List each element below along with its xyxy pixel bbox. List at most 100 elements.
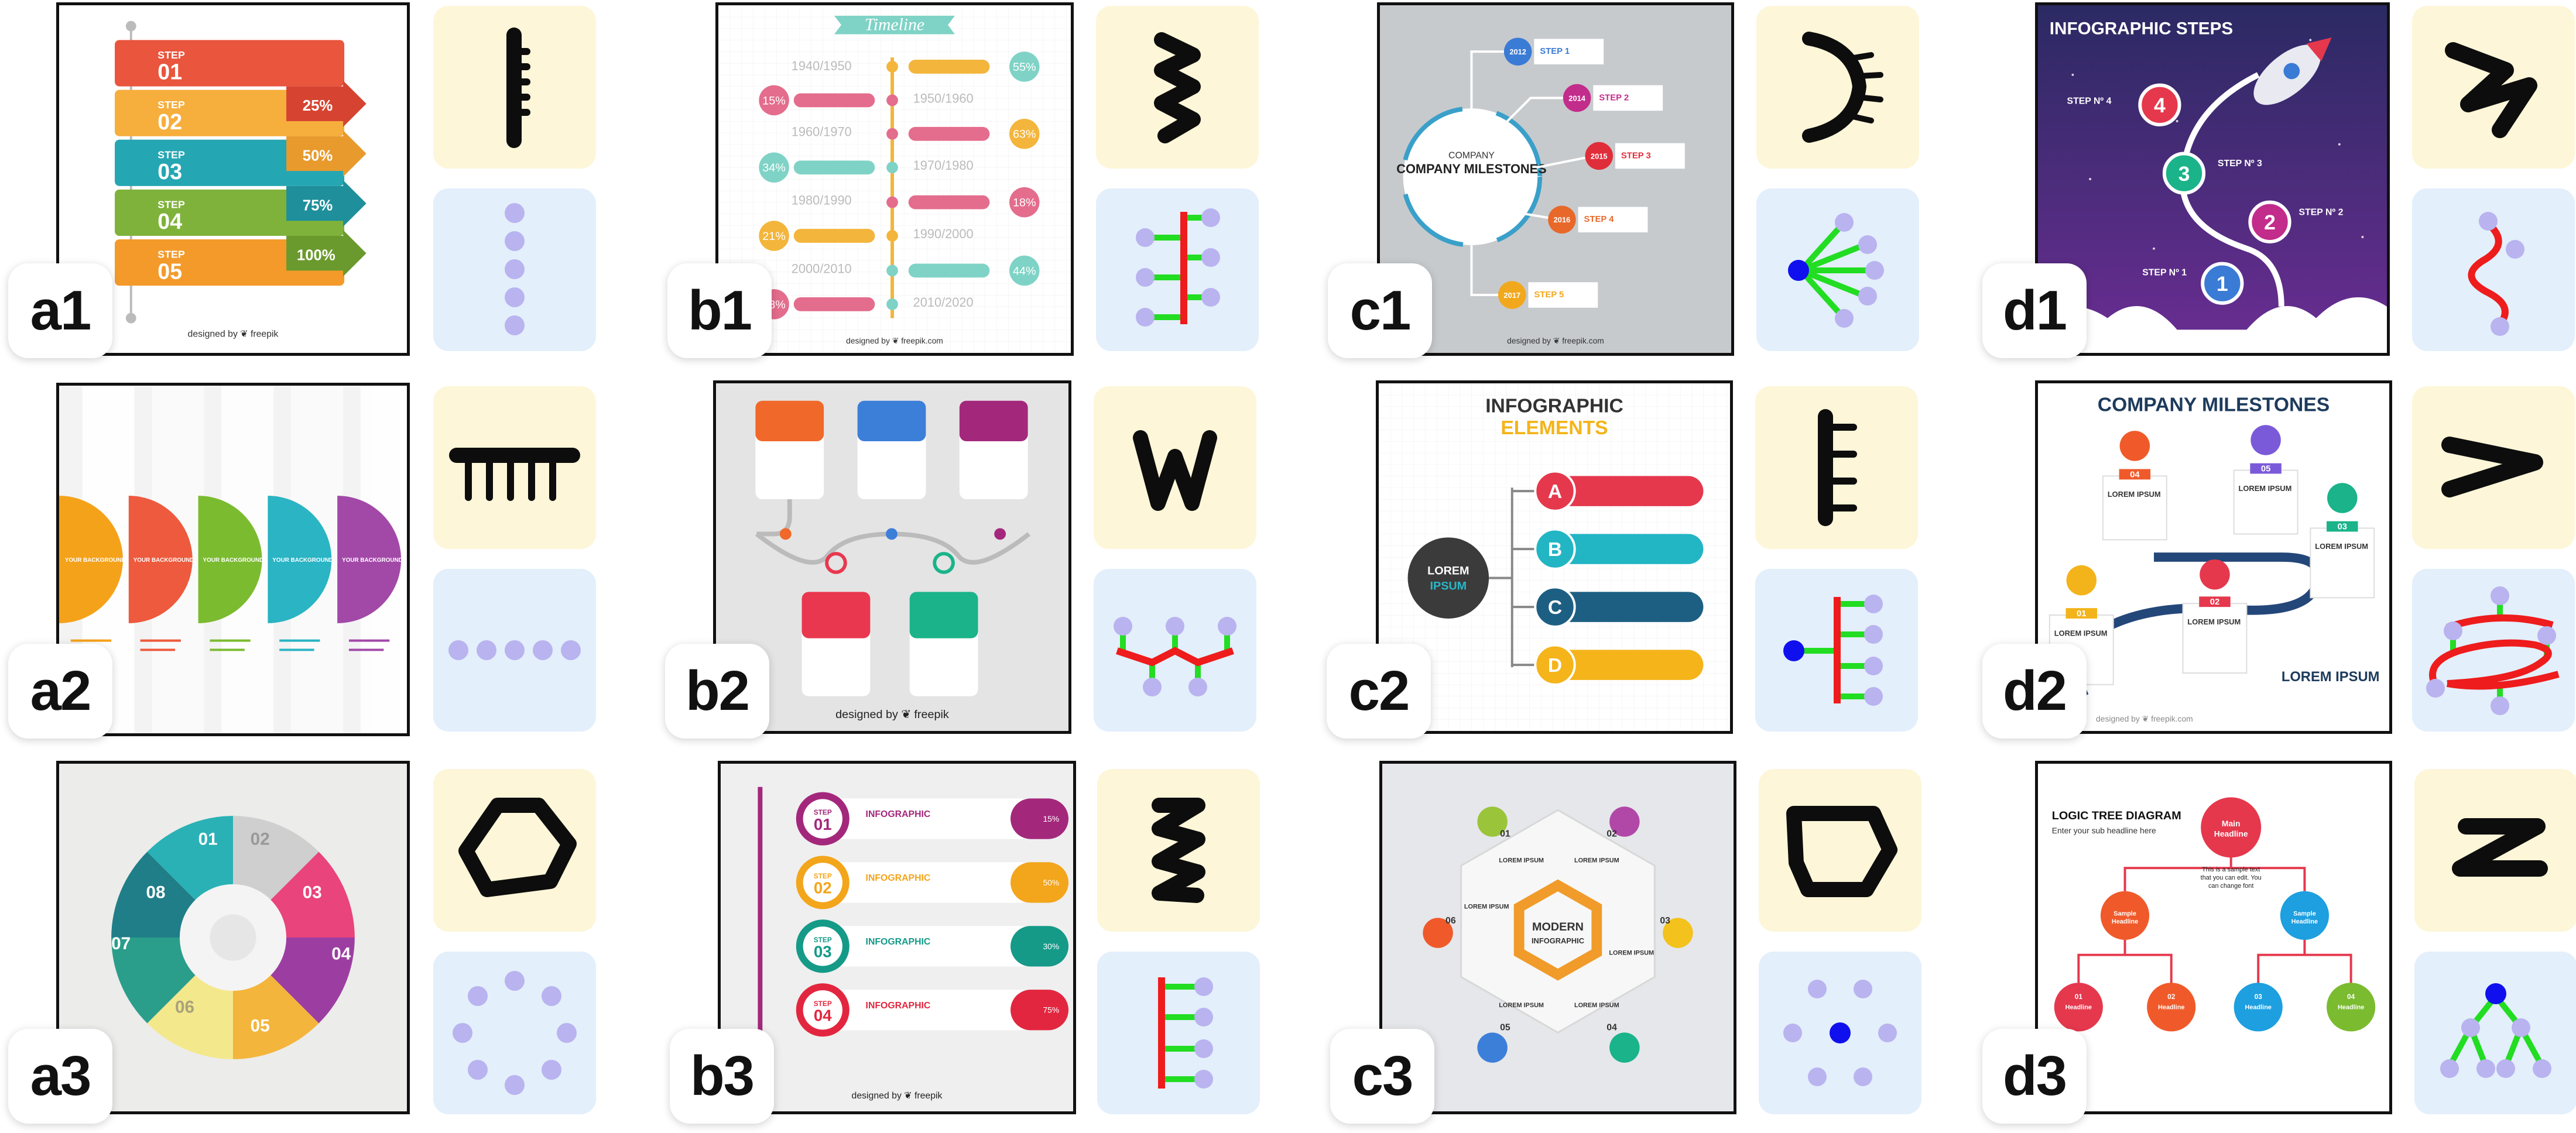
- a1-pct-25: 25%: [303, 98, 333, 114]
- d3-num-01: 01: [2075, 993, 2083, 1001]
- b3-title-3: INFOGRAPHIC: [866, 937, 931, 947]
- d3-title: LOGIC TREE DIAGRAM: [2052, 809, 2181, 822]
- a1-step2-num: 02: [157, 109, 182, 134]
- panel-c2: INFOGRAPHIC ELEMENTS LOREM IPSUM A B C D: [1376, 380, 1733, 734]
- tile-c3-graph: [1759, 952, 1921, 1114]
- tile-d3-graph: [2414, 952, 2576, 1114]
- label-b1: b1: [667, 263, 772, 358]
- a1-step1-label: STEP: [157, 49, 185, 61]
- panel-c3: MODERN INFOGRAPHIC 01 02 03 04 05 06 LOR…: [1379, 761, 1736, 1114]
- tile-b1-sketch: [1096, 6, 1259, 169]
- a1-step5-num: 05: [157, 259, 182, 283]
- label-c1: c1: [1328, 263, 1432, 358]
- d1-circle-3: 3: [2178, 162, 2190, 186]
- panel-c2-infographic: INFOGRAPHIC ELEMENTS LOREM IPSUM A B C D: [1379, 383, 1730, 731]
- panel-b1: Timeline 1940/1950 1950/1960 1960/1970 1…: [715, 2, 1074, 356]
- label-b3: b3: [670, 1029, 774, 1124]
- panel-d2-infographic: COMPANY MILESTONES LOREM IPSUM LOREM IPS…: [2038, 383, 2389, 731]
- d3-num-03: 03: [2255, 993, 2263, 1001]
- b1-pct-63: 63%: [1013, 128, 1036, 141]
- a1-step2-label: STEP: [157, 99, 185, 111]
- d2-footer-lorem: LOREM IPSUM: [2282, 669, 2380, 685]
- tile-c3-sketch: [1759, 769, 1921, 932]
- tile-d2-sketch: [2412, 386, 2575, 549]
- c3-lorem-6: LOREM IPSUM: [1464, 904, 1509, 911]
- c1-year-2015: 2015: [1591, 152, 1608, 160]
- a1-step3-label: STEP: [157, 149, 185, 160]
- b2-credit: designed by ❦ freepik: [835, 708, 949, 721]
- b3-step1-num: 01: [814, 815, 832, 833]
- d3-leaf-4: Headline: [2338, 1004, 2364, 1011]
- panel-d1-infographic: INFOGRAPHIC STEPS 4 3 2 1 STEP Nº 4 STEP…: [2038, 5, 2387, 353]
- d2-credit: designed by ❦ freepik.com: [2096, 714, 2193, 723]
- panel-a1-infographic: STEP 01 STEP 02 STEP 03 STEP 04 STEP 05 …: [115, 20, 366, 339]
- d2-lorem-04: LOREM IPSUM: [2108, 490, 2161, 499]
- d3-sample-text-3: can change font: [2208, 883, 2253, 890]
- c1-step5: STEP 5: [1534, 290, 1564, 300]
- panel-d1: INFOGRAPHIC STEPS 4 3 2 1 STEP Nº 4 STEP…: [2035, 2, 2390, 356]
- d2-lorem-05: LOREM IPSUM: [2239, 484, 2292, 493]
- a3-seg-06: 06: [175, 998, 194, 1017]
- d3-subtitle: Enter your sub headline here: [2052, 826, 2156, 835]
- a1-step5-label: STEP: [157, 249, 185, 260]
- tile-a2-graph: [433, 569, 596, 732]
- b1-pct-15: 15%: [762, 94, 786, 107]
- b1-year-4: 1970/1980: [913, 158, 974, 173]
- d3-sample-text-1: This is a sample text: [2202, 866, 2260, 873]
- d2-badge-03: 03: [2338, 522, 2348, 531]
- b3-pct-15: 15%: [1043, 814, 1059, 823]
- d3-main-1: Main: [2222, 819, 2241, 828]
- c1-step1: STEP 1: [1540, 47, 1570, 56]
- a3-seg-01: 01: [198, 830, 218, 849]
- d3-leaf-3: Headline: [2245, 1004, 2272, 1011]
- label-c3: c3: [1330, 1029, 1434, 1124]
- tile-a3-graph: [433, 952, 596, 1114]
- panel-c1-infographic: COMPANY COMPANY MILESTONES 2012 2014 201…: [1380, 5, 1731, 353]
- d2-badge-04: 04: [2130, 470, 2140, 479]
- d1-step2: STEP Nº 2: [2299, 207, 2344, 217]
- b1-year-7: 2000/2010: [792, 261, 852, 276]
- tile-c1-graph: [1756, 188, 1919, 351]
- label-a3: a3: [8, 1029, 112, 1124]
- c3-lorem-3: LOREM IPSUM: [1609, 950, 1654, 957]
- d1-step3: STEP Nº 3: [2218, 159, 2262, 169]
- c2-subtitle: ELEMENTS: [1501, 417, 1608, 439]
- tile-d1-graph: [2412, 188, 2575, 351]
- a1-credit: designed by ❦ freepik: [188, 329, 279, 339]
- a1-pct-50: 50%: [303, 147, 333, 164]
- c3-lorem-1: LOREM IPSUM: [1499, 857, 1544, 864]
- c3-lorem-5: LOREM IPSUM: [1499, 1002, 1544, 1009]
- label-d1: d1: [1982, 263, 2087, 358]
- b1-year-3: 1960/1970: [792, 125, 852, 139]
- d3-num-04: 04: [2347, 993, 2355, 1001]
- tile-c1-sketch: [1756, 6, 1919, 169]
- b1-credit: designed by ❦ freepik.com: [846, 336, 943, 345]
- panel-b1-infographic: Timeline 1940/1950 1950/1960 1960/1970 1…: [718, 5, 1071, 353]
- d3-sample-text-2: that you can edit. You: [2201, 874, 2262, 881]
- panel-d3-infographic: LOGIC TREE DIAGRAM Enter your sub headli…: [2038, 764, 2389, 1111]
- b3-step3-label: STEP: [814, 936, 832, 944]
- label-b2: b2: [665, 644, 769, 739]
- b3-pct-75: 75%: [1043, 1005, 1059, 1015]
- b3-step2-num: 02: [814, 879, 832, 897]
- a2-bg-3: YOUR BACKGROUND: [203, 557, 264, 564]
- d3-main-2: Headline: [2214, 829, 2248, 839]
- c2-letter-a: A: [1548, 481, 1562, 503]
- c3-num-03: 03: [1660, 916, 1670, 926]
- b1-pct-55: 55%: [1013, 61, 1036, 74]
- a3-seg-02: 02: [251, 830, 270, 849]
- c1-year-2017: 2017: [1503, 291, 1520, 300]
- a1-pct-100: 100%: [297, 248, 335, 264]
- b3-step4-num: 04: [814, 1007, 832, 1025]
- a2-bg-4: YOUR BACKGROUND: [272, 557, 333, 564]
- c3-num-02: 02: [1606, 829, 1617, 839]
- tile-a3-sketch: [433, 769, 596, 932]
- tile-b1-graph: [1096, 188, 1259, 351]
- d3-leaf-2: Headline: [2158, 1004, 2184, 1011]
- a1-pct-75: 75%: [303, 197, 333, 214]
- b3-step4-label: STEP: [814, 1000, 832, 1008]
- label-d3: d3: [1982, 1029, 2087, 1124]
- tile-b2-graph: [1094, 569, 1256, 732]
- d1-circle-4: 4: [2154, 94, 2166, 117]
- d3-sample-r-2: Headline: [2291, 918, 2318, 925]
